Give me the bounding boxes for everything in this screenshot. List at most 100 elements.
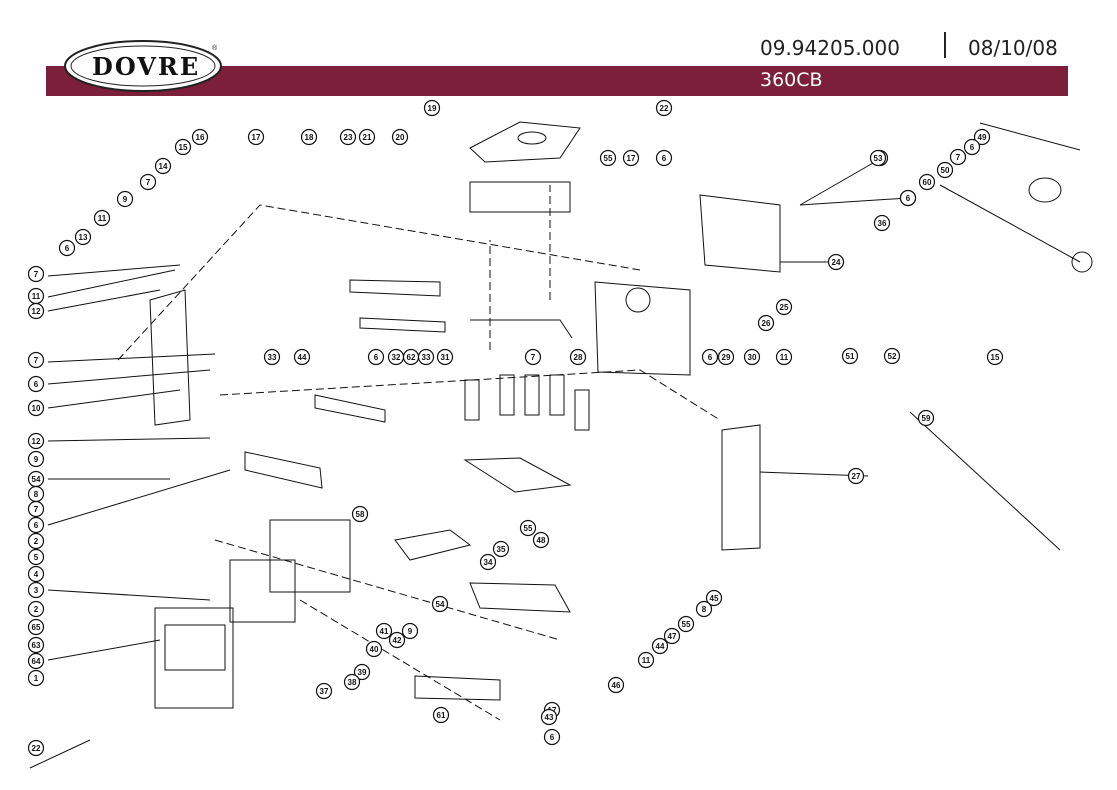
callout-circle <box>263 348 281 366</box>
callout-label: 36 <box>878 219 887 228</box>
callout-2: 2 <box>27 532 45 550</box>
callout-3: 3 <box>27 581 45 599</box>
callout-21: 21 <box>358 128 376 146</box>
callout-circle <box>27 669 45 687</box>
callout-label: 22 <box>660 104 669 113</box>
callout-6: 6 <box>963 138 981 156</box>
callout-46: 46 <box>607 676 625 694</box>
callout-5: 5 <box>27 548 45 566</box>
callout-6: 6 <box>27 516 45 534</box>
callout-label: 15 <box>991 353 1000 362</box>
callout-4: 4 <box>27 565 45 583</box>
callout-label: 7 <box>34 270 39 279</box>
callout-circle <box>936 161 954 179</box>
callout-circle <box>869 149 887 167</box>
callout-65: 65 <box>27 618 45 636</box>
callout-label: 50 <box>941 166 950 175</box>
callout-52: 52 <box>883 347 901 365</box>
callout-circle <box>677 615 695 633</box>
callout-label: 25 <box>780 303 789 312</box>
callout-circle <box>599 149 617 167</box>
callout-circle <box>432 706 450 724</box>
callout-label: 35 <box>497 545 506 554</box>
callout-circle <box>27 265 45 283</box>
callout-label: 17 <box>627 154 636 163</box>
callout-circle <box>27 450 45 468</box>
callout-15: 15 <box>986 348 1004 366</box>
callout-label: 15 <box>179 143 188 152</box>
callout-18: 18 <box>300 128 318 146</box>
callout-circle <box>353 663 371 681</box>
callout-45: 45 <box>705 589 723 607</box>
callout-26: 26 <box>757 314 775 332</box>
callout-40: 40 <box>365 640 383 658</box>
callout-7: 7 <box>139 173 157 191</box>
callout-label: 7 <box>34 356 39 365</box>
callout-label: 62 <box>407 353 416 362</box>
callout-label: 51 <box>846 352 855 361</box>
callout-circle <box>986 348 1004 366</box>
callout-label: 58 <box>356 510 365 519</box>
callout-33: 33 <box>417 348 435 366</box>
callout-7: 7 <box>27 500 45 518</box>
callout-circle <box>655 99 673 117</box>
callout-7: 7 <box>949 148 967 166</box>
callout-circle <box>705 589 723 607</box>
callout-circle <box>27 516 45 534</box>
callout-1: 1 <box>27 669 45 687</box>
callout-circle <box>375 622 393 640</box>
callout-label: 22 <box>32 744 41 753</box>
callout-label: 23 <box>344 133 353 142</box>
callout-circle <box>27 565 45 583</box>
callout-circle <box>300 128 318 146</box>
callout-circle <box>492 540 510 558</box>
callout-14: 14 <box>154 157 172 175</box>
callout-circle <box>775 348 793 366</box>
callout-label: 41 <box>380 627 389 636</box>
callout-9: 9 <box>401 622 419 640</box>
callout-label: 38 <box>348 678 357 687</box>
callout-16: 16 <box>191 128 209 146</box>
callout-label: 1 <box>34 674 39 683</box>
callout-9: 9 <box>27 450 45 468</box>
callout-circle <box>339 128 357 146</box>
callout-circle <box>519 519 537 537</box>
callout-label: 39 <box>358 668 367 677</box>
callout-55: 55 <box>519 519 537 537</box>
callout-35: 35 <box>492 540 510 558</box>
callout-label: 9 <box>123 195 128 204</box>
callout-label: 55 <box>604 154 613 163</box>
callout-circle <box>27 618 45 636</box>
callout-circle <box>963 138 981 156</box>
callout-circle <box>27 500 45 518</box>
callout-label: 3 <box>34 586 39 595</box>
callout-label: 6 <box>374 353 379 362</box>
callout-17: 17 <box>247 128 265 146</box>
callout-label: 54 <box>32 475 41 484</box>
callout-label: 6 <box>34 521 39 530</box>
callout-27: 27 <box>847 467 865 485</box>
callout-label: 8 <box>702 605 707 614</box>
callout-circle <box>622 149 640 167</box>
callout-circle <box>27 581 45 599</box>
callout-label: 43 <box>545 713 554 722</box>
callout-circle <box>841 347 859 365</box>
callout-circle <box>27 375 45 393</box>
callout-62: 62 <box>402 348 420 366</box>
callout-36: 36 <box>873 214 891 232</box>
callout-circle <box>191 128 209 146</box>
callout-label: 42 <box>393 636 402 645</box>
callout-label: 46 <box>612 681 621 690</box>
callout-54: 54 <box>27 470 45 488</box>
callout-label: 12 <box>32 307 41 316</box>
callout-label: 16 <box>196 133 205 142</box>
callout-label: 48 <box>537 536 546 545</box>
callout-circle <box>367 348 385 366</box>
callout-6: 6 <box>899 189 917 207</box>
callout-circle <box>827 253 845 271</box>
callout-label: 40 <box>370 645 379 654</box>
callout-circle <box>27 600 45 618</box>
callout-circle <box>139 173 157 191</box>
callout-circle <box>351 505 369 523</box>
